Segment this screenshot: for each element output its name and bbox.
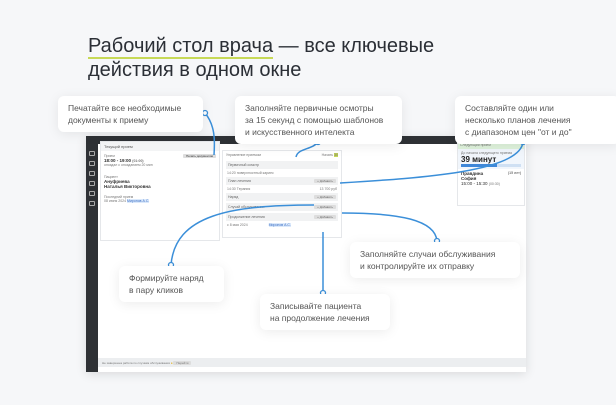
add-case-button[interactable]: + Добавить [314,205,336,209]
arrow-cases [341,212,438,242]
nav-icon[interactable] [89,191,95,196]
arrow-order [170,204,315,266]
label: Наряд [228,195,239,199]
label: Начать [321,153,334,157]
duration: (00:30) [488,182,500,186]
add-plan-button[interactable]: + Добавить [314,179,336,183]
callout-text: в пару кликов [129,285,184,295]
callout-followup: Записывайте пациента на продолжение лечен… [260,294,390,330]
diagnosis: поверхностный кариес [236,171,274,175]
time: 15:00 - 15:30 [461,181,488,186]
start-badge[interactable]: 30 [334,153,338,157]
label: Первичный осмотр [228,163,259,167]
visit-duration: (01:00) [132,159,144,163]
title-line2: действия в одном окне [88,59,302,81]
callout-text: Формируйте наряд [129,273,204,283]
go-button[interactable]: Перейти [173,361,192,365]
app-window: Текущий прием Прием Печать документов 18:… [86,136,526,372]
callout-order: Формируйте наряд в пару кликов [119,266,224,302]
panel-title: Текущий прием [101,142,219,151]
time: 14:30 [227,187,236,191]
doctor-tag: Миронов А.С. [268,223,291,227]
patient-name[interactable]: Правдина [461,171,484,176]
minutes-until-next: 39 минут [461,155,497,164]
bottom-bar: Не завершена работа по случаям обслужива… [98,358,526,367]
print-documents-button[interactable]: Печать документов [183,154,216,158]
continuation-date[interactable]: с 8 мая 2024 [227,223,248,227]
patient-name[interactable]: Ануфриева [104,179,130,184]
callout-text: несколько планов лечения [465,115,571,125]
current-visit-panel: Текущий прием Прием Печать документов 18:… [100,141,220,241]
title-highlight: Рабочий стол врача [88,35,274,59]
patient-name[interactable]: Наталья Викторовна [104,184,151,189]
time: 14:20 [227,171,236,175]
panel-title: Следующий прием [458,141,524,149]
visit-time: 18:00 - 19:00 [104,158,132,163]
nav-icon[interactable] [89,171,95,176]
arrow-plans [339,141,524,184]
panel-title: Управление приемом [226,153,261,157]
nav-icon[interactable] [89,181,95,186]
label: Продолжение лечения [228,215,265,219]
doctor-tag: Миронов А.С. [127,199,150,203]
callout-print: Печатайте все необходимые документы к при… [58,96,203,132]
arrow-print [204,112,216,156]
callout-text: с диапазоном цен "от и до" [465,127,572,137]
label: Случай обслуживания [228,205,265,209]
progress-fill [461,164,497,167]
patient-name[interactable]: София [461,176,477,181]
visit-note: опоздал с опозданием 20 мин [104,163,153,167]
callout-plans: Составляйте один или несколько планов леч… [455,96,616,144]
label: План лечения [228,179,251,183]
exam-row[interactable]: Первичный осмотр [226,161,338,169]
callout-text: Записывайте пациента [270,301,362,311]
callout-text: за 15 секунд с помощью шаблонов [245,115,384,125]
plan-row: План лечения + Добавить [226,177,338,185]
callout-text: Заполняйте первичные осмотры [245,103,374,113]
label: Последний прием [104,195,134,199]
callout-exam: Заполняйте первичные осмотры за 15 секунд… [235,96,402,144]
continuation-row: Продолжение лечения + Добавить [226,213,338,221]
visit-management-panel: Управление приемом Начать 30 Первичный ос… [222,150,342,238]
patient-age: (15 лет) [508,171,521,175]
label: До начала следующего приема [461,151,512,155]
nav-icon[interactable] [89,201,95,206]
label: Пациент [104,175,118,179]
nav-icon[interactable] [89,161,95,166]
callout-text: документы к приему [68,115,149,125]
nav-icon[interactable] [89,151,95,156]
add-order-button[interactable]: + Добавить [314,195,336,199]
arrow-exam [295,141,319,158]
page-title: Рабочий стол врача — все ключевые действ… [88,34,434,82]
callout-text: и искусственного интелекта [245,127,355,137]
last-visit-date: 08 июня 2024 [104,199,127,203]
bottom-warning: Не завершена работа по случаям обслужива… [102,361,170,365]
callout-text: Заполняйте случаи обслуживания [360,249,496,259]
callout-text: Печатайте все необходимые [68,103,182,113]
title-rest: — все ключевые [273,35,435,57]
plan-price: 13 700 руб [319,187,337,191]
plan-name: Терапия [236,187,251,191]
add-continuation-button[interactable]: + Добавить [314,215,336,219]
callout-text: Составляйте один или [465,103,554,113]
label: Прием [104,154,115,158]
order-row: Наряд + Добавить [226,193,338,201]
callout-text: и контролируйте их отправку [360,261,475,271]
cases-row: Случай обслуживания + Добавить [226,203,338,211]
callout-cases: Заполняйте случаи обслуживания и контроли… [350,242,520,278]
callout-text: на продолжение лечения [270,313,370,323]
sidebar [86,136,98,372]
